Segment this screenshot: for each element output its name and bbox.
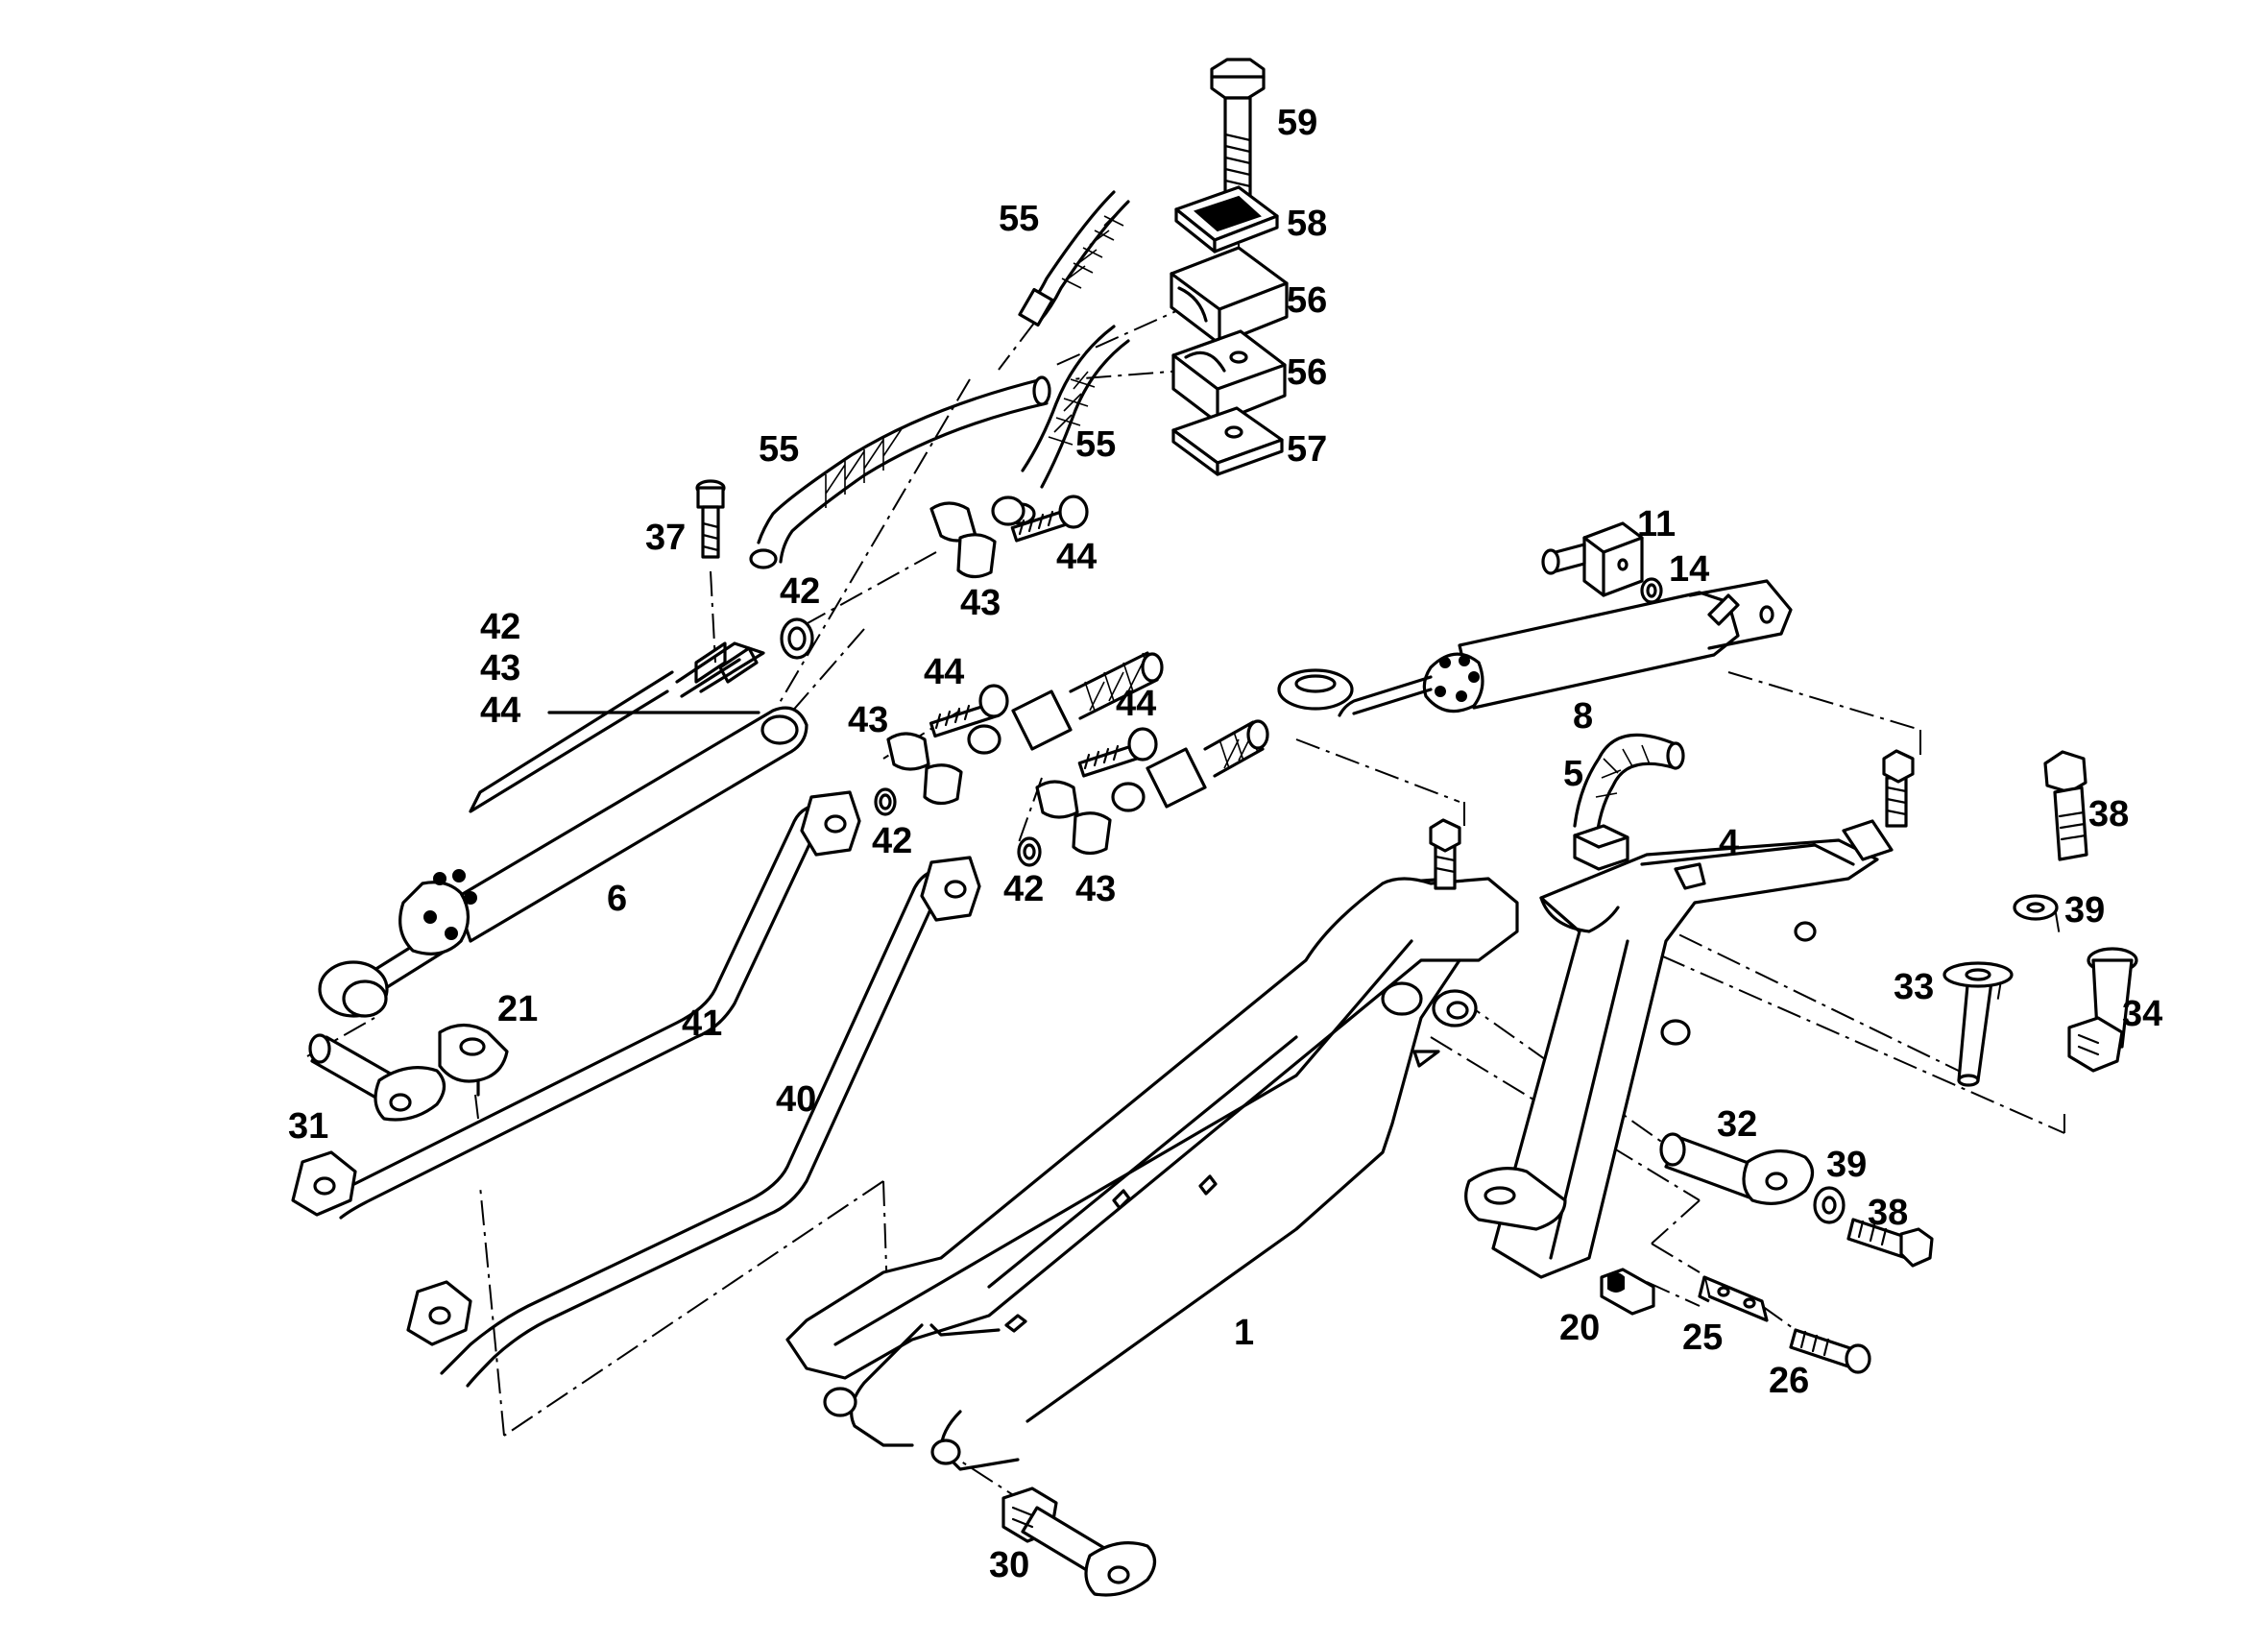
callout-58: 58 [1287, 204, 1327, 244]
callout-14: 14 [1669, 549, 1709, 590]
bolt-38-lower-icon [1846, 1218, 1934, 1268]
bolt-44-right-icon [1077, 727, 1158, 778]
boom-1-icon [785, 818, 1519, 1471]
callout-55: 55 [999, 199, 1039, 239]
pin-30-icon [1001, 1487, 1157, 1597]
callout-59: 59 [1277, 103, 1317, 143]
pin-33-icon [1942, 961, 2014, 1087]
valve-block-11-icon [1541, 521, 1644, 597]
callout-11: 11 [1637, 504, 1676, 544]
bolt-38-upper-icon [2043, 750, 2088, 861]
callout-30: 30 [989, 1545, 1029, 1585]
callout-33: 33 [1894, 967, 1934, 1007]
hose-fitting-mid-icon [1011, 651, 1164, 751]
callout-4: 4 [1719, 823, 1739, 863]
callout-39: 39 [1826, 1145, 1867, 1185]
callout-26: 26 [1769, 1361, 1809, 1401]
callout-56: 56 [1287, 352, 1327, 393]
callout-43: 43 [1075, 869, 1116, 909]
cylinder-6-icon [318, 641, 808, 1018]
callout-25: 25 [1682, 1318, 1723, 1358]
callout-55: 55 [1075, 424, 1116, 465]
ring-42-mid-icon [874, 787, 897, 816]
bolt-44-top-icon [1010, 495, 1089, 543]
ring-42-top-icon [780, 617, 814, 660]
callout-55: 55 [759, 429, 799, 470]
pipe-41-icon [291, 790, 861, 1220]
clamp-43-mid-icon [886, 724, 1001, 806]
callout-42: 42 [872, 821, 912, 861]
hose-55-middle-icon [749, 375, 1051, 569]
ring-42-lower-icon [1017, 836, 1042, 867]
callout-1: 1 [1234, 1313, 1254, 1353]
callout-43: 43 [848, 700, 888, 740]
bolt-37-icon [695, 479, 726, 559]
callout-42: 42 [780, 571, 820, 612]
callout-44: 44 [924, 652, 964, 692]
callout-37: 37 [645, 518, 686, 558]
washer-39-upper-icon [2013, 894, 2059, 921]
callout-20: 20 [1559, 1308, 1600, 1348]
bolt-26-icon [1789, 1328, 1871, 1374]
washer-39-lower-icon [1813, 1186, 1846, 1224]
callout-38: 38 [1868, 1193, 1908, 1233]
callout-41: 41 [682, 1003, 722, 1044]
block-20-icon [1600, 1268, 1655, 1316]
callout-32: 32 [1717, 1104, 1757, 1145]
pin-31-icon [308, 1033, 446, 1122]
elbow-hose-5-icon [1573, 733, 1685, 871]
callout-21: 21 [497, 989, 538, 1029]
callout-57: 57 [1287, 429, 1327, 470]
callout-43: 43 [960, 583, 1001, 623]
base-plate-57-icon [1171, 406, 1284, 476]
callout-31: 31 [288, 1106, 328, 1147]
callout-5: 5 [1563, 754, 1583, 794]
callout-39: 39 [2064, 890, 2105, 931]
callout-42: 42 [1003, 869, 1044, 909]
clamp-43-right-icon [1035, 780, 1146, 856]
bolt-44-mid-icon [929, 684, 1009, 738]
callout-6: 6 [607, 879, 627, 919]
pin-34-icon [2067, 947, 2138, 1073]
bracket-25-icon [1698, 1275, 1769, 1322]
callout-34: 34 [2122, 994, 2162, 1034]
clamp-plate-58-icon [1174, 185, 1279, 254]
clamp-43-top-icon [929, 496, 1025, 579]
swing-post-4-icon [1464, 749, 1915, 1279]
hose-fitting-right-icon [1146, 719, 1269, 809]
pipe-40-icon [406, 856, 981, 1388]
clamp-21-icon [438, 1023, 509, 1097]
cylinder-8-icon [1277, 579, 1793, 717]
callout-56: 56 [1287, 280, 1327, 321]
clamp-half-56-upper-icon [1170, 246, 1289, 346]
callout-40: 40 [776, 1079, 816, 1120]
hose-55-top-icon [1018, 190, 1130, 327]
callout-44: 44 [1116, 684, 1156, 724]
callout-44: 44 [1056, 537, 1097, 577]
pin-32-icon [1659, 1132, 1815, 1205]
callout-44: 44 [480, 690, 520, 731]
clamp-half-56-lower-icon [1171, 329, 1287, 424]
callout-8: 8 [1573, 696, 1593, 737]
callout-43: 43 [480, 648, 520, 689]
seal-14-icon [1640, 577, 1663, 604]
callout-38: 38 [2088, 794, 2129, 834]
callout-42: 42 [480, 607, 520, 647]
